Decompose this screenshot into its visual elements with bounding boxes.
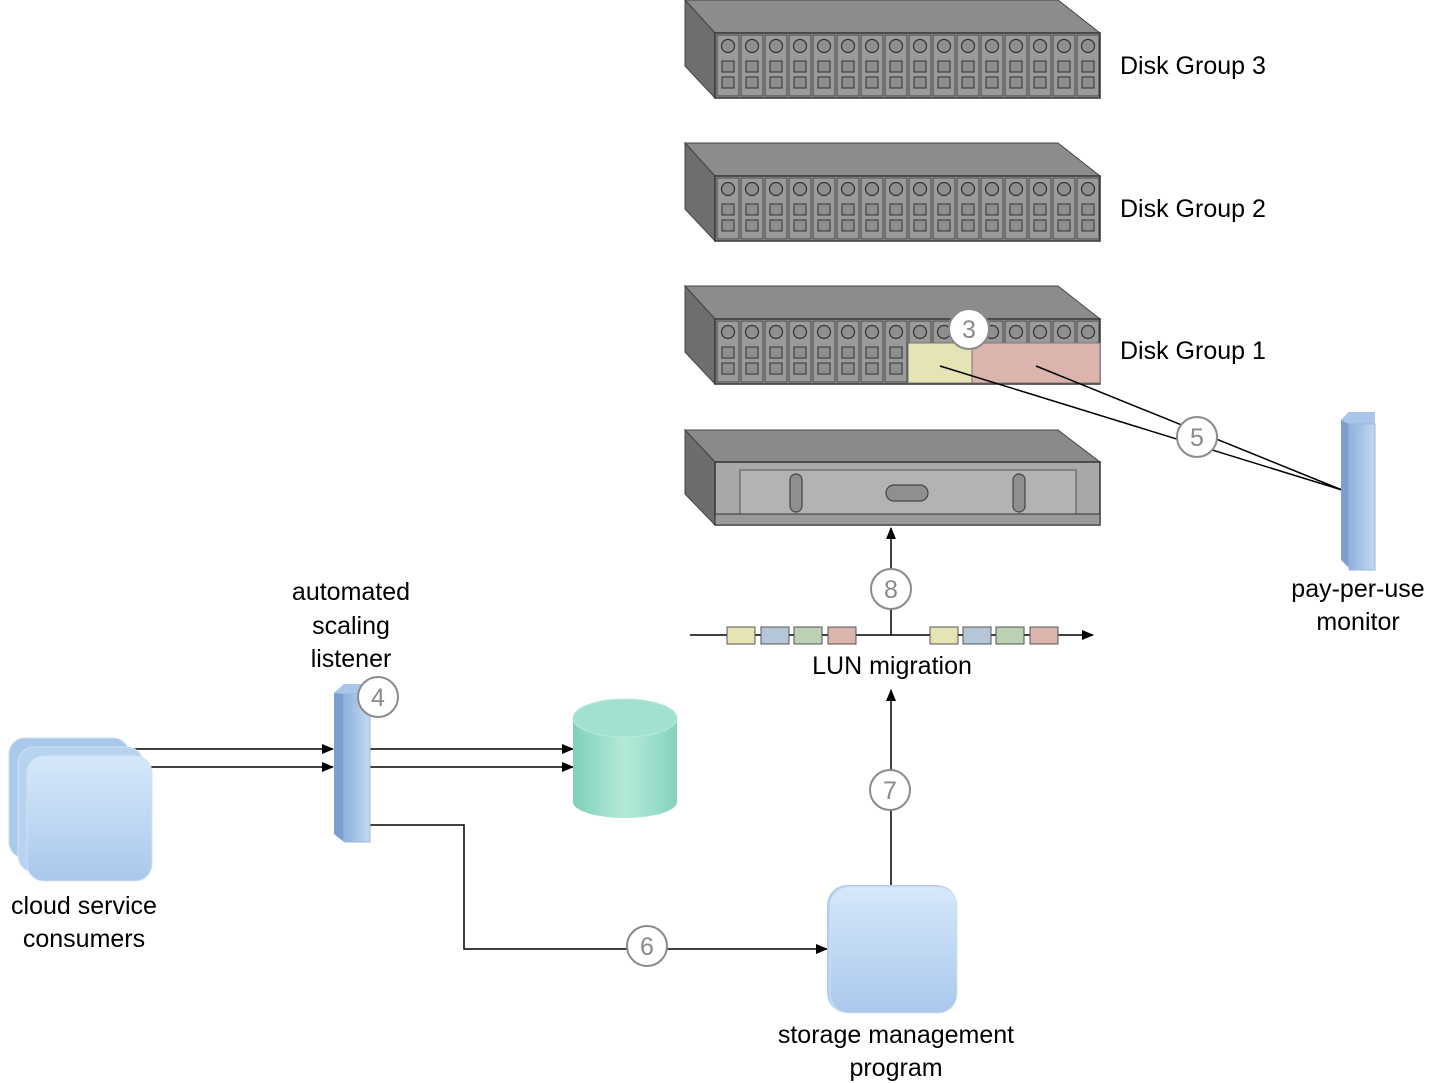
- disk-group-1-label: Disk Group 1: [1120, 337, 1266, 365]
- disk-bay: [860, 177, 884, 240]
- disk-bay: [860, 320, 884, 383]
- disk-bay: [836, 177, 860, 240]
- lun-block-blue: [962, 626, 992, 645]
- disk-bay: [716, 34, 740, 97]
- disk-bay: [908, 34, 932, 97]
- disk-bay: [1052, 177, 1076, 240]
- disk-group-3-label: Disk Group 3: [1120, 52, 1266, 80]
- automated-scaling-listener-label-line3: listener: [311, 645, 392, 673]
- disk-bay: [764, 34, 788, 97]
- step-marker-7: 7: [869, 769, 911, 811]
- disk-bay: [1028, 34, 1052, 97]
- disk-bay: [884, 320, 908, 383]
- disk-bay: [788, 34, 812, 97]
- disk-bay: [884, 34, 908, 97]
- lun-highlight-pink: [971, 342, 1101, 384]
- svg-text:7: 7: [883, 777, 897, 805]
- disk-bay: [1076, 34, 1100, 97]
- disk-bay: [836, 34, 860, 97]
- disk-bay: [1028, 177, 1052, 240]
- disk-bay: [932, 177, 956, 240]
- disk-bay: [932, 34, 956, 97]
- automated-scaling-listener-icon: [334, 684, 371, 843]
- lun-block-green: [995, 626, 1025, 645]
- svg-text:4: 4: [371, 684, 385, 712]
- cloud-service-consumers-label-line1: cloud service: [11, 892, 157, 920]
- disk-bay: [788, 320, 812, 383]
- disk-bay: [1076, 177, 1100, 240]
- disk-rack-group-3: [684, 0, 1102, 100]
- lun-block-pink: [1029, 626, 1059, 645]
- disk-bay: [716, 320, 740, 383]
- disk-bay: [1004, 177, 1028, 240]
- lun-block-blue: [760, 626, 790, 645]
- disk-group-2-label: Disk Group 2: [1120, 195, 1266, 223]
- svg-text:8: 8: [884, 576, 898, 604]
- disk-bay: [956, 177, 980, 240]
- step-marker-5: 5: [1176, 416, 1218, 458]
- disk-bay: [764, 177, 788, 240]
- lun-migration-label: LUN migration: [812, 652, 972, 680]
- storage-controller-icon: [683, 428, 1102, 527]
- disk-bay: [716, 177, 740, 240]
- disk-bay: [884, 177, 908, 240]
- disk-bay: [908, 177, 932, 240]
- disk-bay: [956, 34, 980, 97]
- disk-bay: [1004, 34, 1028, 97]
- cloud-service-consumers-label-line2: consumers: [23, 925, 145, 953]
- lun-block-green: [793, 626, 823, 645]
- disk-bay: [812, 177, 836, 240]
- disk-bay: [740, 34, 764, 97]
- monitor-line-yellow: [939, 365, 1343, 491]
- lun-block-yellow: [929, 626, 959, 645]
- step-marker-6: 6: [626, 925, 668, 967]
- listener-to-program-arrow: [370, 824, 828, 954]
- lun-block-pink: [827, 626, 857, 645]
- database-icon: [572, 698, 678, 818]
- lun-block-yellow: [726, 626, 756, 645]
- pay-per-use-monitor-label-line1: pay-per-use: [1291, 575, 1424, 603]
- cloud-service-consumers-icon: [8, 737, 153, 882]
- step-marker-8: 8: [870, 568, 912, 610]
- storage-management-program-label-line1: storage management: [778, 1021, 1014, 1049]
- disk-bay: [740, 177, 764, 240]
- disk-bay: [788, 177, 812, 240]
- step-marker-4: 4: [357, 676, 399, 718]
- disk-bay: [980, 177, 1004, 240]
- pay-per-use-monitor-icon: [1341, 412, 1376, 571]
- storage-management-program-label-line2: program: [849, 1054, 942, 1082]
- disk-bay: [740, 320, 764, 383]
- disk-bay: [836, 320, 860, 383]
- svg-text:5: 5: [1190, 424, 1204, 452]
- automated-scaling-listener-label-line1: automated: [292, 578, 410, 606]
- disk-bay: [764, 320, 788, 383]
- disk-bay: [812, 34, 836, 97]
- disk-rack-group-2: [683, 141, 1102, 243]
- step-marker-3: 3: [948, 308, 990, 350]
- pay-per-use-monitor-label-line2: monitor: [1316, 608, 1399, 636]
- storage-management-program-icon: [827, 885, 958, 1014]
- svg-text:3: 3: [962, 316, 976, 344]
- disk-bay: [860, 34, 884, 97]
- disk-bay: [980, 34, 1004, 97]
- lun-highlight-yellow: [907, 342, 973, 384]
- svg-text:6: 6: [640, 933, 654, 961]
- disk-bay: [1052, 34, 1076, 97]
- disk-bay: [812, 320, 836, 383]
- automated-scaling-listener-label-line2: scaling: [312, 612, 390, 640]
